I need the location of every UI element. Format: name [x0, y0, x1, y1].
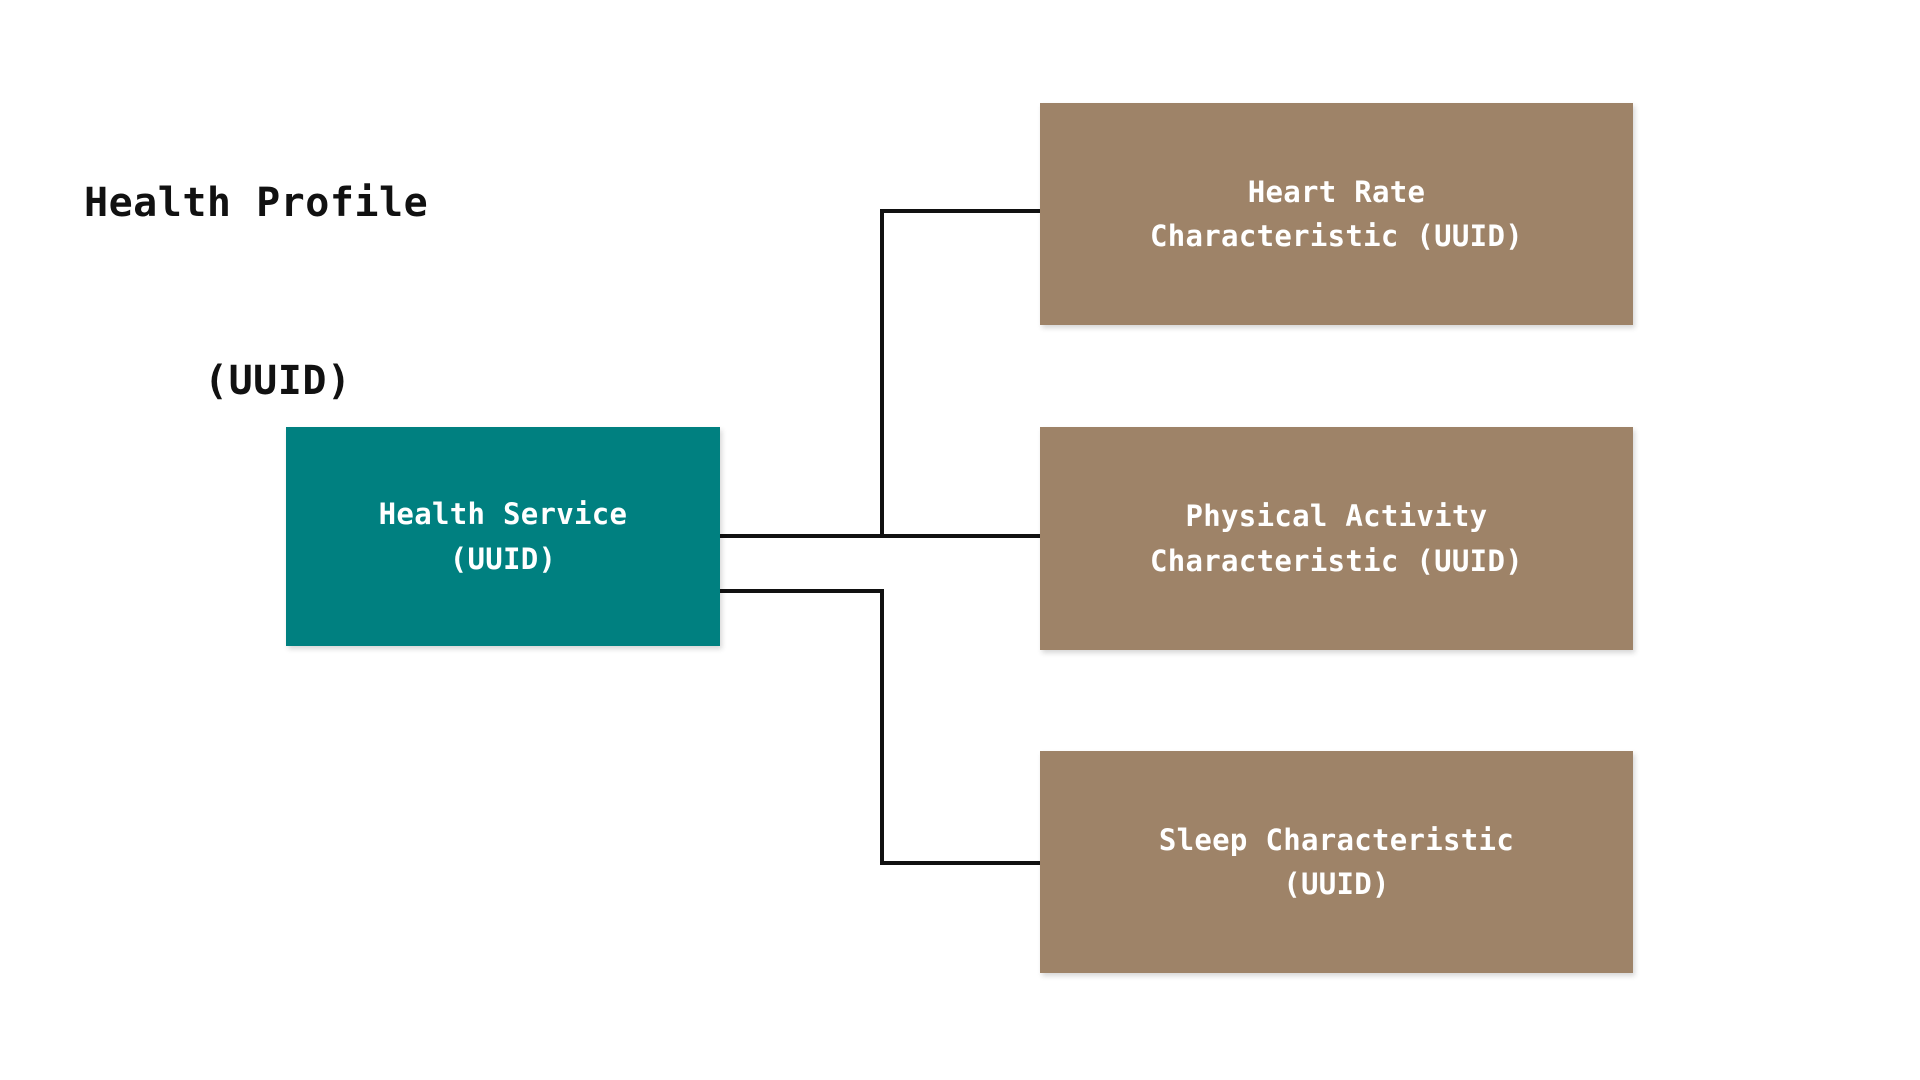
node-sleep-line-2: (UUID) [1283, 867, 1390, 901]
node-health-service[interactable]: Health Service (UUID) [286, 427, 720, 646]
node-physical-activity-line-2: Characteristic (UUID) [1150, 543, 1523, 578]
node-health-service-line-2: (UUID) [449, 541, 557, 576]
node-physical-activity-characteristic[interactable]: Physical Activity Characteristic (UUID) [1040, 427, 1633, 650]
page-title-line-2: (UUID) [204, 357, 352, 404]
connector-service-to-heart-rate [720, 209, 1040, 538]
connector-service-to-sleep [720, 589, 1040, 865]
node-heart-rate-line-1: Heart Rate [1247, 174, 1426, 209]
node-physical-activity-line-1: Physical Activity [1185, 499, 1488, 534]
node-health-service-line-1: Health Service [378, 497, 628, 532]
page-title: Health Profile (UUID) [84, 56, 428, 530]
node-sleep-characteristic[interactable]: Sleep Characteristic (UUID) [1040, 751, 1633, 973]
node-sleep-line-1: Sleep Characteristic [1158, 822, 1515, 857]
node-heart-rate-characteristic[interactable]: Heart Rate Characteristic (UUID) [1040, 103, 1633, 325]
node-heart-rate-line-2: Characteristic (UUID) [1150, 219, 1523, 253]
page-title-line-1: Health Profile [84, 180, 429, 227]
